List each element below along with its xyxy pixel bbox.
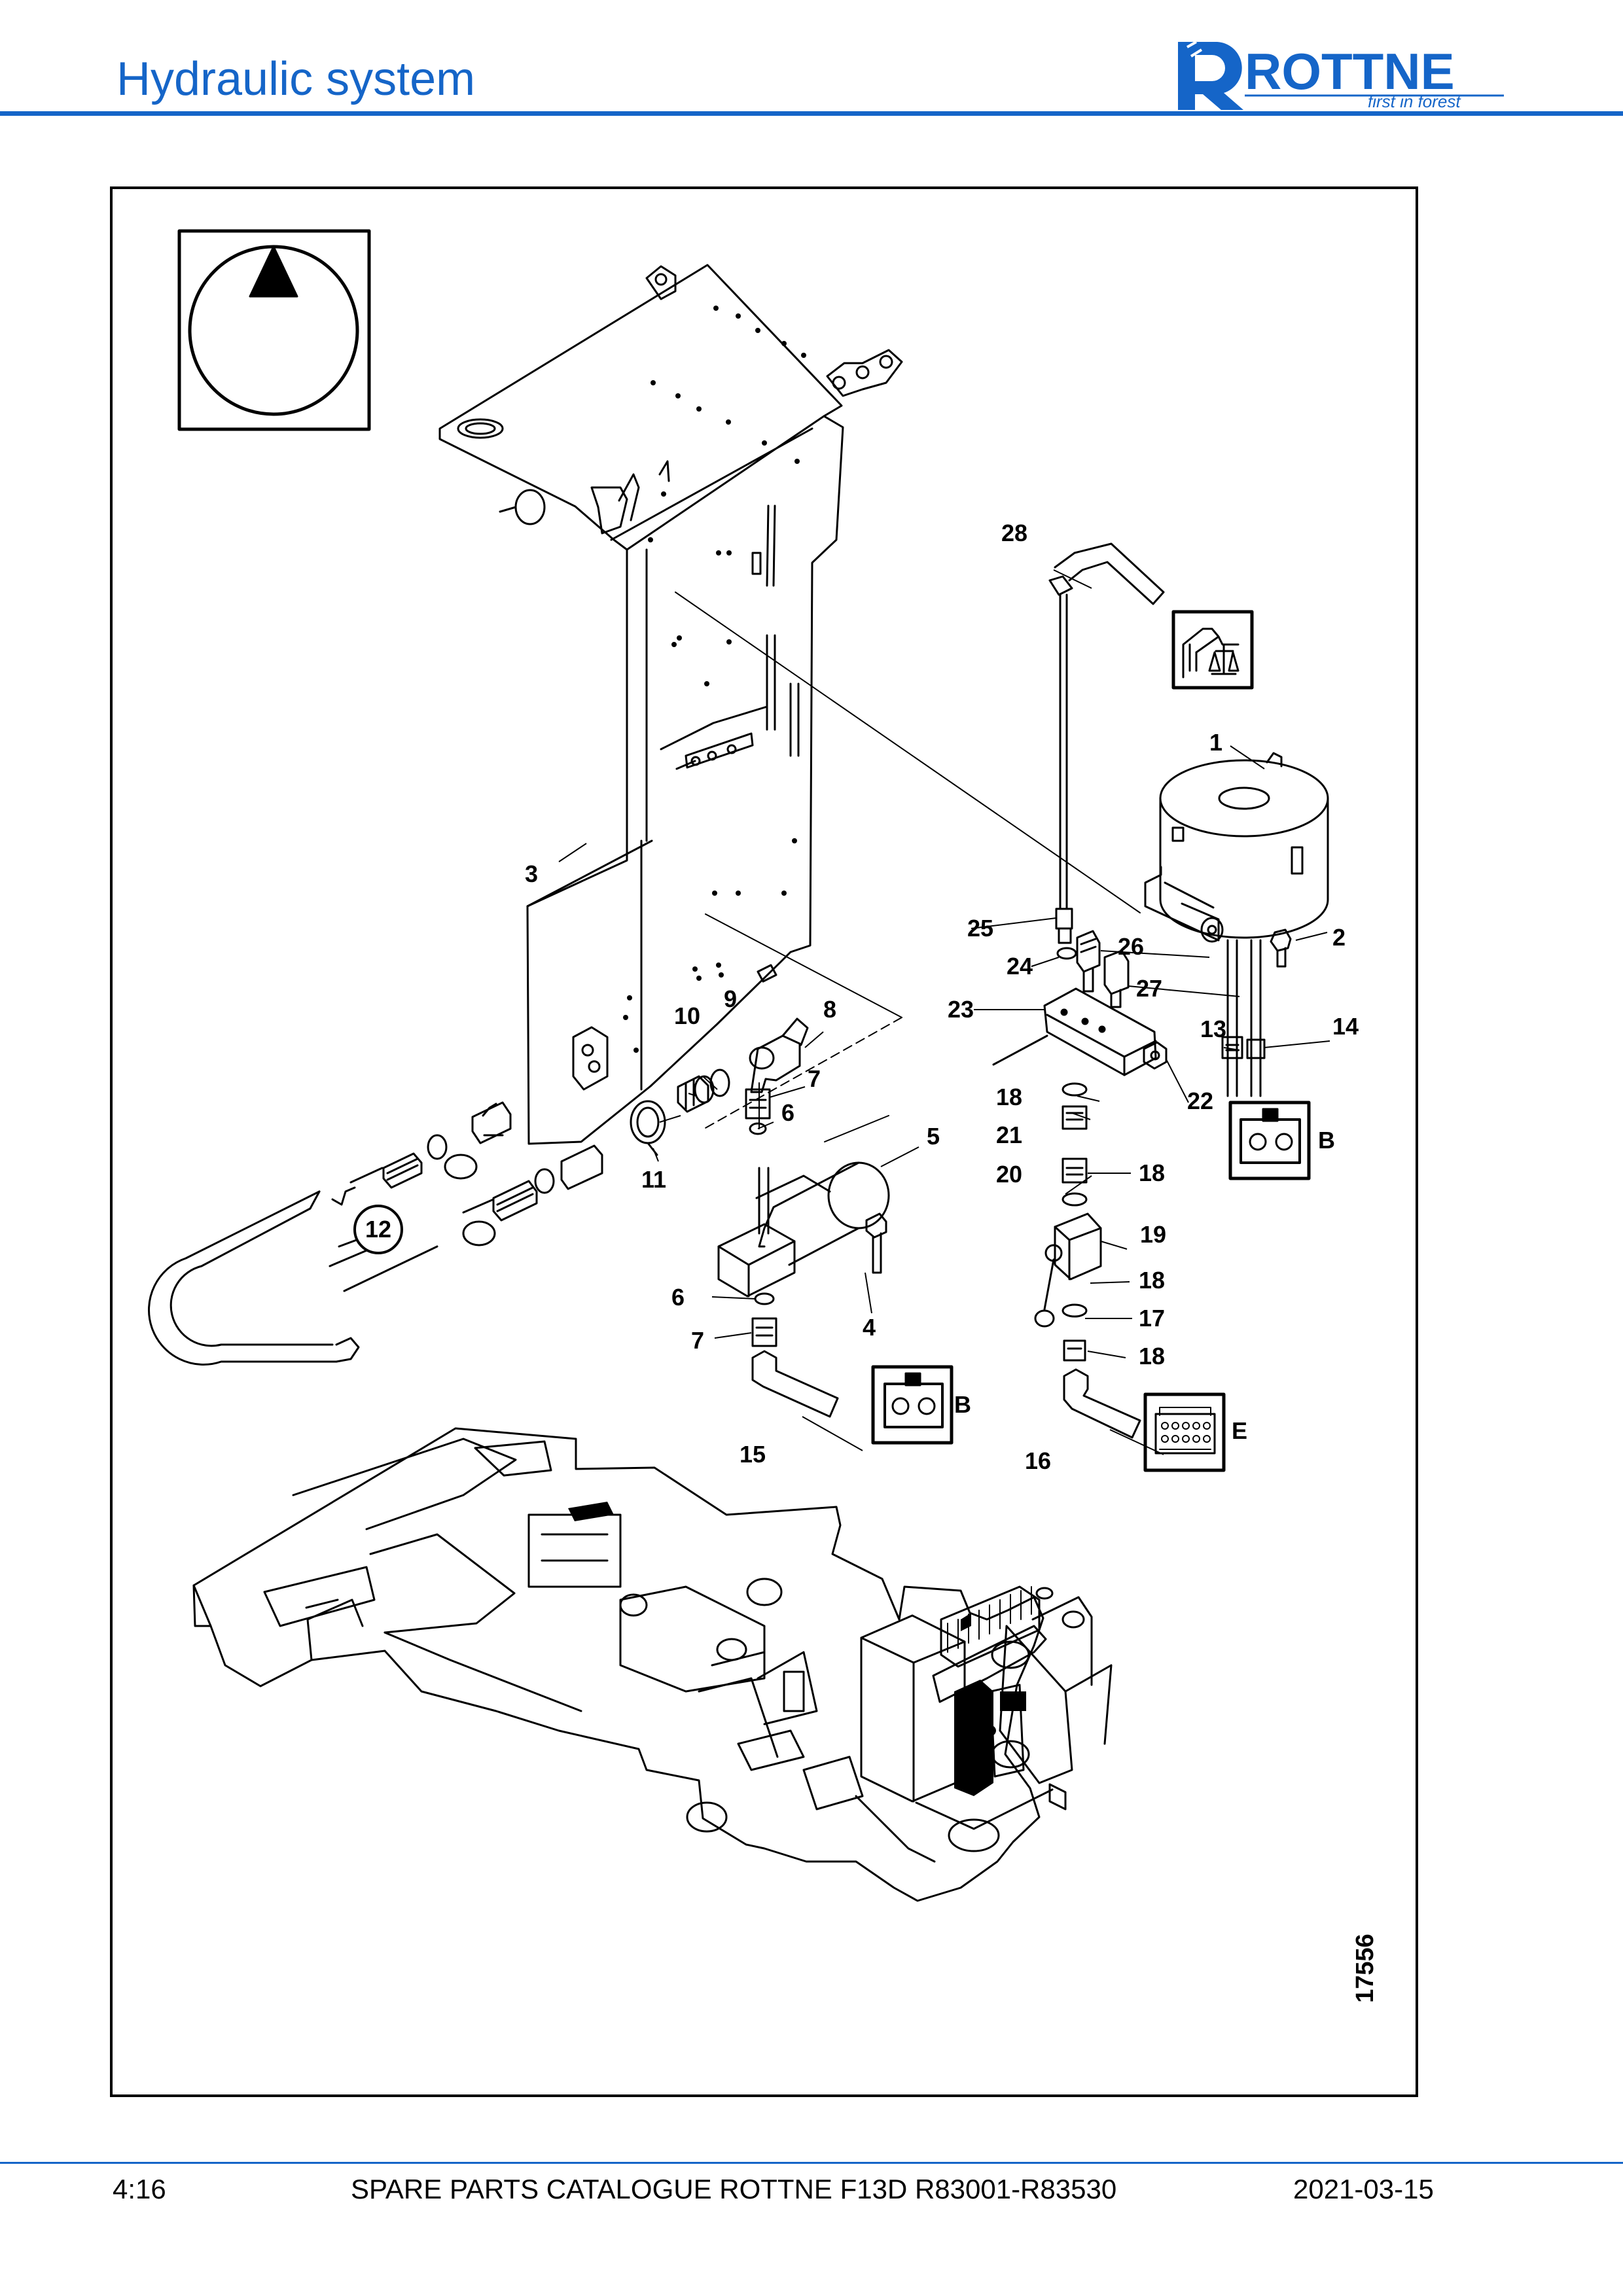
callout-17: 17 <box>1139 1305 1165 1332</box>
part-23-manifold <box>992 987 1157 1076</box>
footer-page-number: 4:16 <box>113 2174 166 2204</box>
crane-load-symbol <box>1171 610 1254 690</box>
part-4-screw <box>865 1212 887 1274</box>
callout-18a: 18 <box>996 1084 1022 1110</box>
callout-18b: 18 <box>1139 1159 1165 1186</box>
mounting-plate <box>438 264 903 1145</box>
page-title: Hydraulic system <box>116 53 476 105</box>
part-28-hose <box>1048 542 1165 910</box>
callout-3: 3 <box>525 860 538 887</box>
part-18-seal-b <box>1061 1192 1088 1207</box>
part-14-hose <box>1246 939 1266 1097</box>
callout-15: 15 <box>740 1441 766 1468</box>
rottne-logo: ROTTNE first in forest <box>1178 41 1504 111</box>
exploded-parts-diagram: 1 2 3 4 5 6 6 7 7 8 9 10 11 13 14 15 16 … <box>148 229 1379 2003</box>
part-13-hose <box>1221 939 1243 1097</box>
part-10-fitting <box>677 1075 715 1113</box>
part-6-seal-b <box>754 1292 775 1305</box>
part-19-ball-valve <box>1034 1212 1102 1328</box>
footer-catalogue-title: SPARE PARTS CATALOGUE ROTTNE F13D R83001… <box>351 2174 1117 2204</box>
part-8-elbow <box>749 1017 809 1093</box>
callout-6a: 6 <box>781 1099 794 1126</box>
connector-icon-e <box>1143 1392 1226 1472</box>
callout-24: 24 <box>1007 953 1033 980</box>
part-18-seal-a <box>1061 1082 1088 1097</box>
part-24-seal <box>1056 947 1077 960</box>
part-12-hose-assembly <box>148 1101 603 1366</box>
callout-1: 1 <box>1209 729 1222 756</box>
part-21-adapter <box>1061 1105 1088 1130</box>
diagram-frame <box>110 186 1418 2097</box>
callout-27: 27 <box>1136 975 1162 1002</box>
callout-14: 14 <box>1332 1013 1359 1040</box>
connector-icon-b-right <box>1228 1101 1311 1180</box>
header-divider <box>0 111 1623 116</box>
callout-18c: 18 <box>1139 1267 1165 1294</box>
part-17-adapter <box>1063 1339 1086 1362</box>
callout-7b: 7 <box>691 1327 704 1354</box>
part-20-nipple <box>1061 1157 1088 1184</box>
callout-13: 13 <box>1200 1016 1226 1042</box>
part-5-motor <box>717 1161 890 1298</box>
part-7-adapter-b <box>751 1317 777 1347</box>
callout-5: 5 <box>927 1123 940 1150</box>
callout-18d: 18 <box>1139 1343 1165 1369</box>
callout-4: 4 <box>863 1314 876 1341</box>
callout-12-circled: 12 <box>353 1205 403 1254</box>
footer-date: 2021-03-15 <box>1293 2174 1434 2204</box>
callout-9: 9 <box>724 985 737 1012</box>
part-18-seal-c <box>1061 1303 1088 1318</box>
callout-21: 21 <box>996 1122 1022 1148</box>
part-11-clamp <box>630 1100 666 1156</box>
part-22-plug <box>1143 1041 1168 1070</box>
callout-19: 19 <box>1140 1221 1166 1248</box>
callout-7a: 7 <box>808 1065 821 1092</box>
logo-wordmark: ROTTNE <box>1245 43 1455 100</box>
callout-11: 11 <box>641 1166 666 1193</box>
forwarder-frame <box>192 1427 1044 1902</box>
callout-6b: 6 <box>671 1284 685 1311</box>
callout-8: 8 <box>823 996 836 1023</box>
callout-16: 16 <box>1025 1447 1051 1474</box>
callout-26: 26 <box>1118 933 1144 960</box>
callout-25: 25 <box>967 915 993 942</box>
callout-10: 10 <box>674 1002 700 1029</box>
callout-22: 22 <box>1187 1087 1213 1114</box>
part-2-bolt <box>1270 928 1292 968</box>
callout-20: 20 <box>996 1161 1022 1188</box>
orientation-symbol <box>177 229 371 431</box>
part-6-seal-a <box>749 1122 767 1135</box>
part-25-fitting <box>1055 908 1073 944</box>
part-27-connector <box>1103 949 1130 1008</box>
connector-icon-b-center <box>871 1365 954 1445</box>
callout-12: 12 <box>365 1216 391 1243</box>
callout-28: 28 <box>1001 520 1027 546</box>
connector-label-b-right: B <box>1318 1127 1335 1154</box>
part-15-hose <box>751 1350 839 1418</box>
part-26-sensor <box>1076 930 1101 993</box>
callout-2: 2 <box>1332 924 1346 951</box>
part-16-hose <box>1063 1368 1141 1439</box>
connector-label-e: E <box>1232 1417 1247 1444</box>
footer-divider <box>0 2162 1623 2164</box>
part-1-tank <box>1144 752 1329 943</box>
drawing-number: 17556 <box>1351 1934 1379 2003</box>
callout-23: 23 <box>948 996 974 1023</box>
connector-label-b-center: B <box>954 1391 971 1418</box>
